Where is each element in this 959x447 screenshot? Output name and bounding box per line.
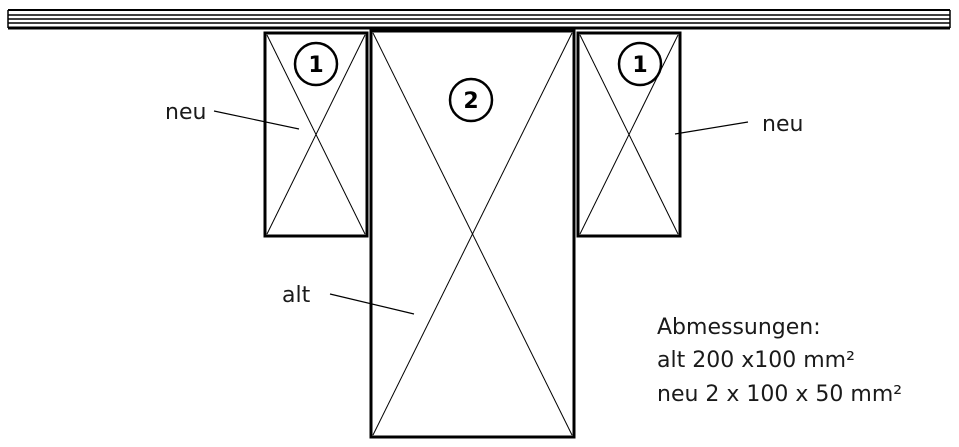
label-right-new: neu (762, 112, 803, 137)
number-marker-center-text: 2 (463, 89, 478, 114)
number-marker-right: 1 (617, 41, 663, 87)
number-marker-right-text: 1 (632, 53, 647, 78)
dimensions-heading: Abmessungen: (657, 315, 821, 340)
label-left-new: neu (165, 100, 206, 125)
leader-left-new (213, 110, 300, 130)
beam-old-center (369, 29, 576, 439)
beam-new-left (263, 31, 369, 238)
dimensions-block: Abmessungen: alt 200 x100 mm² neu 2 x 10… (657, 315, 902, 407)
dimensions-new: neu 2 x 100 x 50 mm² (657, 382, 902, 407)
deck-slab (7, 9, 951, 30)
number-marker-left: 1 (293, 41, 339, 87)
leader-right-new (674, 121, 749, 135)
leader-lines (213, 110, 749, 315)
leader-old (329, 293, 415, 315)
label-old: alt (282, 283, 311, 308)
dimensions-old: alt 200 x100 mm² (657, 348, 855, 373)
number-marker-left-text: 1 (308, 53, 323, 78)
number-marker-center: 2 (448, 77, 494, 123)
